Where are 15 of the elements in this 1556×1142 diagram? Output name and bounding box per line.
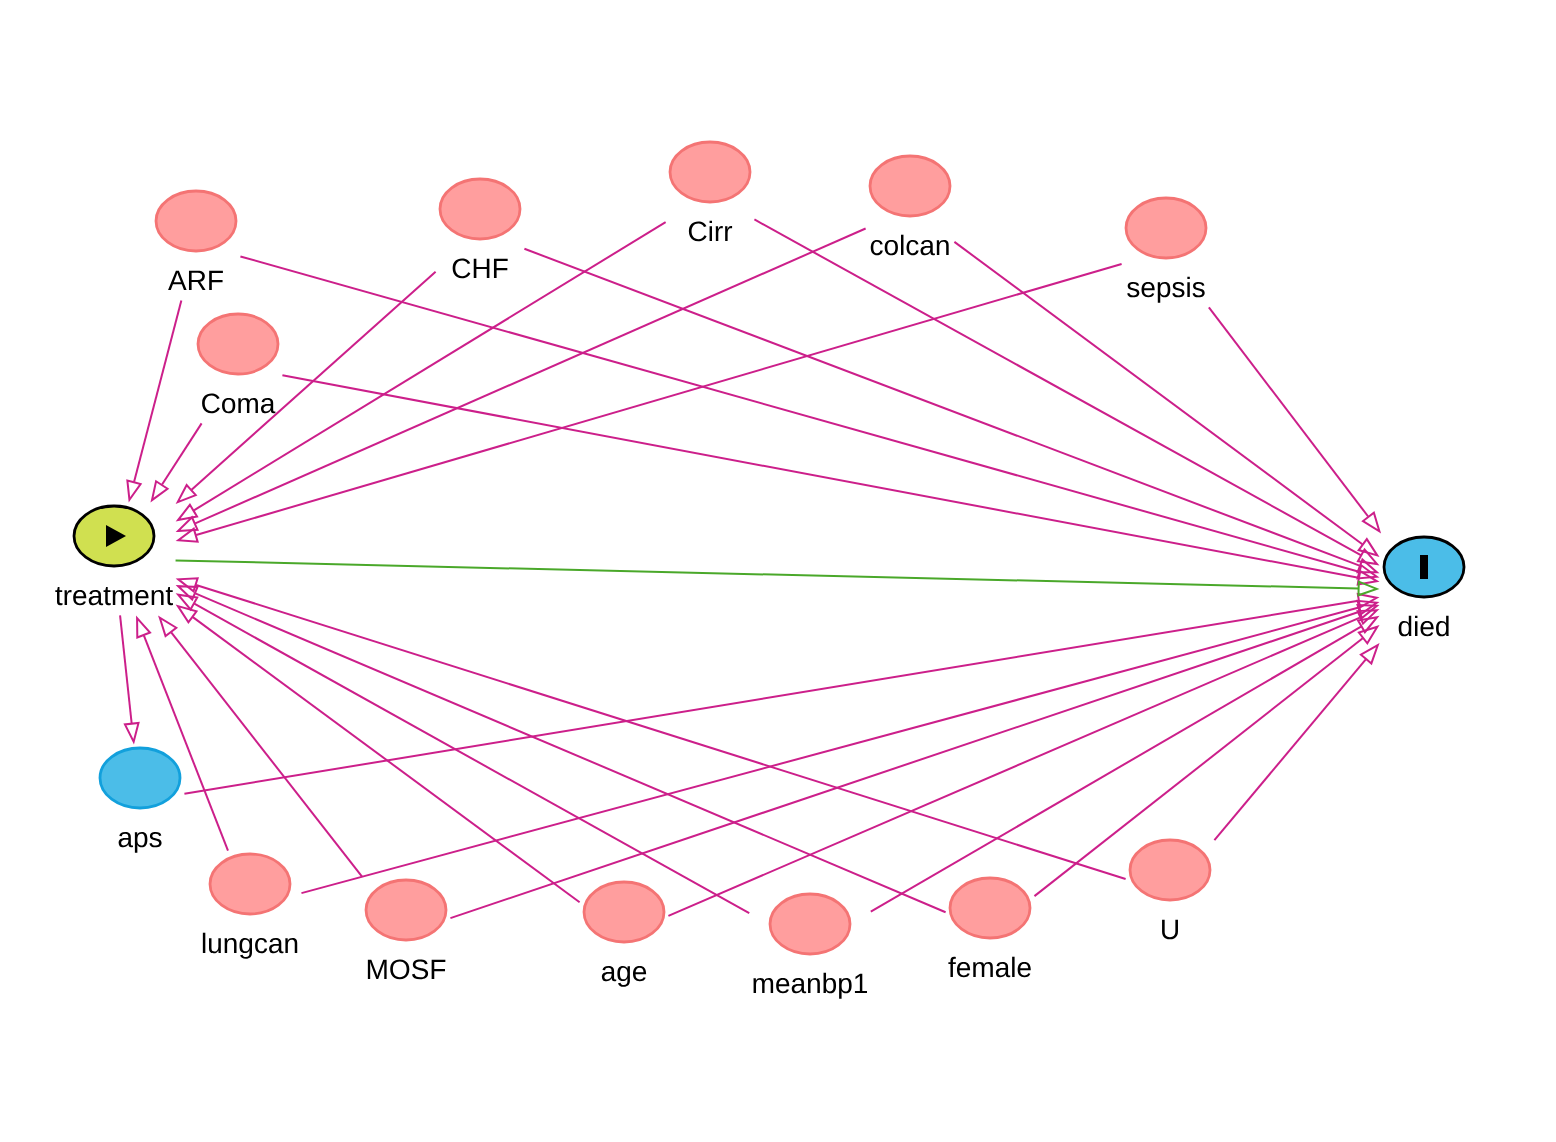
node-label: colcan (870, 234, 949, 256)
node-label: ARF (168, 270, 223, 291)
node-label: Coma (202, 393, 276, 414)
node-label: Cirr (688, 220, 733, 242)
node-label: died (1398, 615, 1449, 637)
node-label: meanbp1 (753, 972, 868, 999)
node-label: age (601, 965, 647, 987)
node-label: aps (118, 831, 162, 853)
node-label: sepsis (1127, 276, 1205, 303)
node-label: treatment (55, 586, 173, 606)
node-label: MOSF (367, 959, 446, 980)
node-label: CHF (452, 258, 508, 279)
node-label: U (1162, 919, 1178, 940)
node-label: female (948, 956, 1031, 978)
node-label: lungcan (202, 932, 298, 959)
